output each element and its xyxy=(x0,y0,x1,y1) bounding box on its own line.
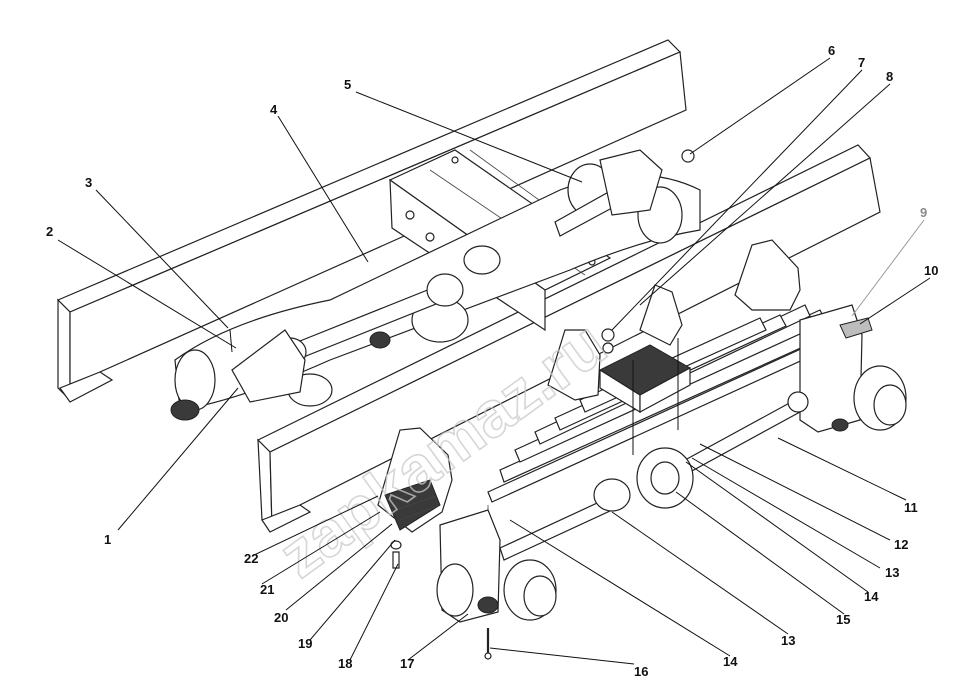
callout-16: 16 xyxy=(634,664,648,679)
callout-10: 10 xyxy=(924,263,938,278)
callout-22: 22 xyxy=(244,551,258,566)
callout-8: 8 xyxy=(886,69,893,84)
front-axle-left-hub xyxy=(436,509,557,623)
rear-frame-rail xyxy=(56,39,687,403)
callout-13-upper: 13 xyxy=(885,565,899,580)
front-axle-right-hub xyxy=(799,304,907,433)
callout-14-upper: 14 xyxy=(864,589,879,604)
callouts: 1 2 3 4 5 6 7 8 9 10 11 12 13 13 14 14 1… xyxy=(46,43,938,679)
callout-5: 5 xyxy=(344,77,351,92)
cotter-pin xyxy=(484,628,492,660)
callout-18: 18 xyxy=(338,656,352,671)
spring-clamp xyxy=(598,328,692,455)
callout-21: 21 xyxy=(260,582,274,597)
callout-9: 9 xyxy=(920,205,927,220)
callout-6: 6 xyxy=(828,43,835,58)
callout-15: 15 xyxy=(836,612,850,627)
callout-19: 19 xyxy=(298,636,312,651)
callout-20: 20 xyxy=(274,610,288,625)
callout-11: 11 xyxy=(904,500,918,515)
callout-14-lower: 14 xyxy=(723,654,738,669)
upper-reaction-rod-right xyxy=(463,149,695,275)
callout-12: 12 xyxy=(894,537,908,552)
spring-bracket-rear-right xyxy=(547,239,801,401)
lower-reaction-rod-left xyxy=(499,478,631,561)
differential-cover xyxy=(636,447,694,509)
callout-1: 1 xyxy=(104,532,111,547)
upper-reaction-rod-left xyxy=(229,273,464,403)
callout-13-lower: 13 xyxy=(781,633,795,648)
callout-3: 3 xyxy=(85,175,92,190)
callout-4: 4 xyxy=(270,102,278,117)
spring-bracket-front-left xyxy=(377,427,453,569)
callout-17: 17 xyxy=(400,656,414,671)
leader-lines xyxy=(57,57,931,665)
callout-7: 7 xyxy=(858,55,865,70)
callout-2: 2 xyxy=(46,224,53,239)
